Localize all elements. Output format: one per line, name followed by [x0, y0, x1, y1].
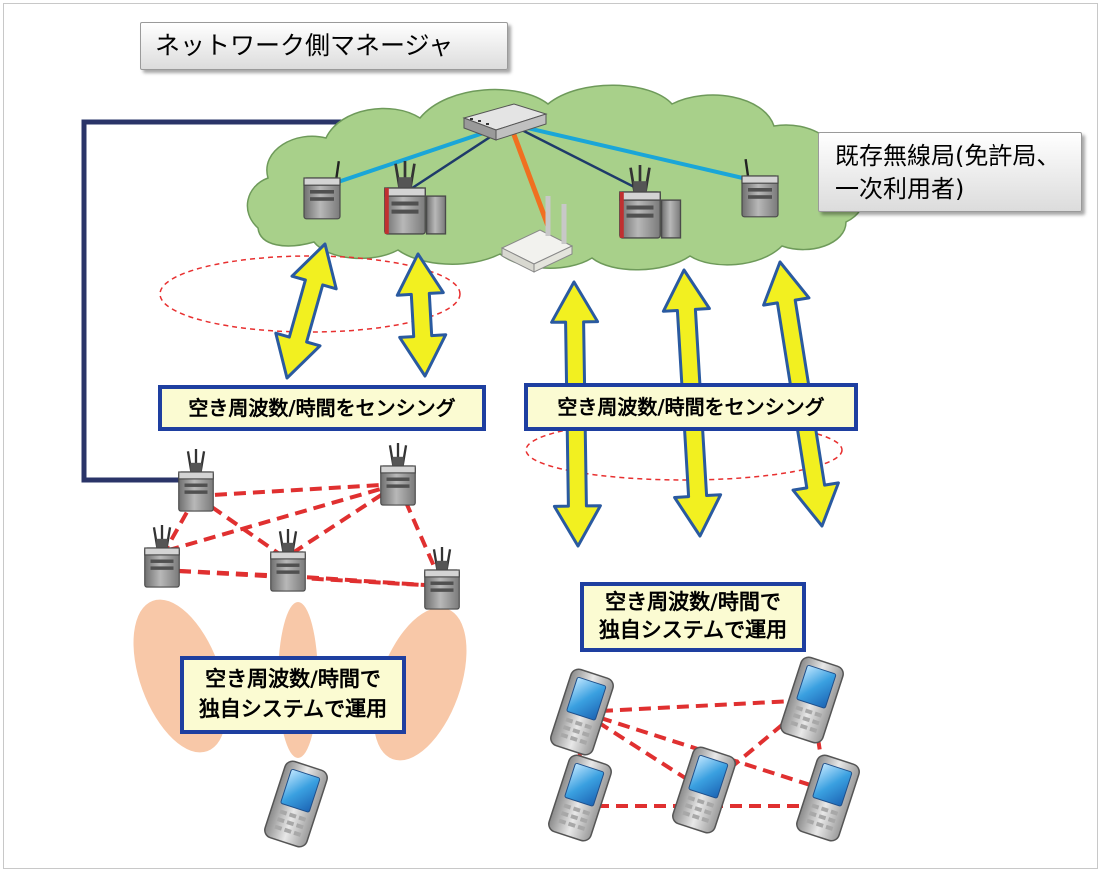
- operation-right-line2: 独自システムで運用: [598, 618, 788, 642]
- cloud-server-right: [741, 159, 779, 218]
- existing-station-label: 既存無線局(免許局、 一次利用者): [818, 132, 1082, 212]
- sensing-area-left: [159, 255, 461, 333]
- mobile-phone-5: [793, 752, 863, 844]
- router-icon: [500, 196, 574, 273]
- operation-left-line2: 独自システムで運用: [198, 697, 388, 721]
- double-arrow-1: [274, 242, 338, 380]
- mesh-node-1: [179, 449, 214, 511]
- operation-left-line1: 空き周波数/時間で: [205, 667, 381, 691]
- mesh-node-4: [271, 529, 306, 591]
- cloud-server-left: [303, 161, 341, 220]
- hub-switch-icon: [462, 103, 548, 141]
- mobile-phone-3: [545, 752, 615, 844]
- operation-right-line1: 空き周波数/時間で: [605, 590, 781, 614]
- sensing-label-left: 空き周波数/時間をセンシング: [158, 385, 486, 431]
- network-manager-label: ネットワーク側マネージャ: [140, 22, 508, 70]
- mobile-phone-2: [777, 654, 847, 746]
- mesh-node-2: [381, 443, 416, 505]
- operation-label-right: 空き周波数/時間で 独自システムで運用: [580, 582, 806, 652]
- double-arrow-2: [395, 252, 448, 378]
- existing-station-line2: 一次利用者): [835, 175, 965, 203]
- cloud-antenna-server-right: [620, 165, 682, 238]
- cloud-antenna-server-left: [385, 161, 447, 234]
- mobile-phone-4: [669, 744, 739, 836]
- sensing-label-right: 空き周波数/時間をセンシング: [524, 383, 858, 431]
- mesh-links-left: [158, 482, 442, 588]
- mobile-phone-1: [547, 666, 617, 758]
- mobile-phone-6: [261, 758, 331, 850]
- diagram-frame: [3, 3, 1098, 869]
- manager-link-line: [81, 119, 470, 483]
- operation-label-left: 空き周波数/時間で 独自システムで運用: [180, 656, 406, 734]
- existing-station-line1: 既存無線局(免許局、: [835, 142, 1061, 170]
